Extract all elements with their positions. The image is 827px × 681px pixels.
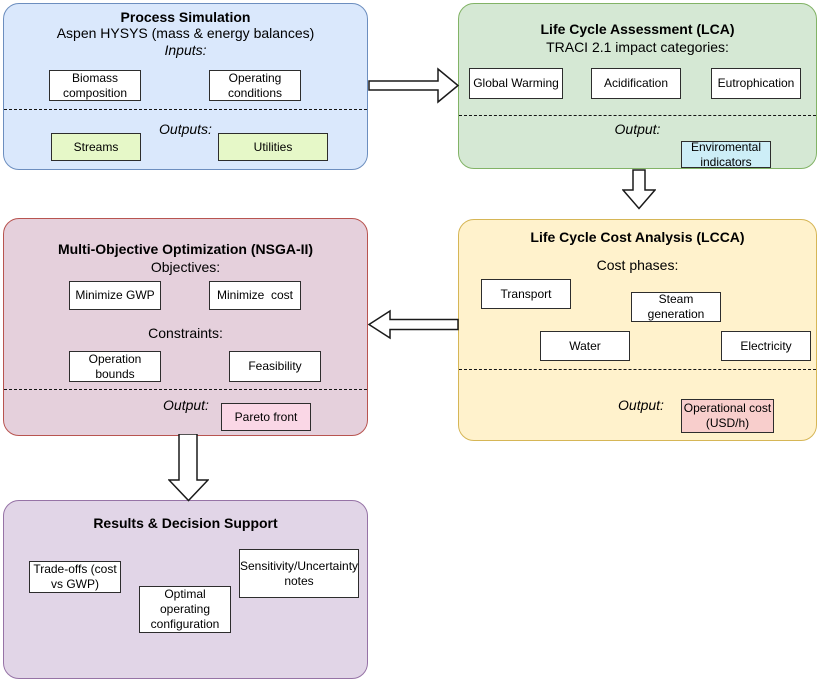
lcca-output-label: Output: [618,397,664,413]
lca-subtitle: TRACI 2.1 impact categories: [546,39,729,55]
utilities-box: Utilities [218,133,328,161]
feasibility-box: Feasibility [229,351,321,382]
inputs-label: Inputs: [164,42,207,58]
electricity-box: Electricity [721,331,811,361]
constraints-label: Constraints: [148,325,223,341]
process-simulation-title: Process Simulation [120,9,251,25]
objectives-label: Objectives: [150,259,221,275]
operational-cost-box: Operational cost (USD/h) [681,399,774,433]
transport-box: Transport [481,279,571,309]
moo-group: Multi-Objective Optimization (NSGA-II) O… [3,218,368,436]
lca-group: Life Cycle Assessment (LCA) TRACI 2.1 im… [458,3,817,169]
arrow-process-to-lca-icon [368,67,460,104]
lcca-group: Life Cycle Cost Analysis (LCCA) Cost pha… [458,219,817,441]
operating-conditions-box: Operating conditions [209,70,301,101]
inputs-outputs-divider [4,109,367,110]
moo-output-label: Output: [163,397,209,413]
arrow-moo-to-results-icon [168,434,209,502]
arrow-lcca-to-moo-icon [368,309,459,340]
lcca-subtitle: Cost phases: [596,257,679,273]
environmental-indicators-box: Enviromental indicators [681,141,771,168]
process-simulation-group: Process Simulation Aspen HYSYS (mass & e… [3,3,368,170]
sensitivity-box: Sensitivity/Uncertainty notes [239,549,359,598]
lca-output-divider [459,115,816,116]
pareto-front-box: Pareto front [221,403,311,431]
optimal-config-box: Optimal operating configuration [139,586,231,633]
moo-output-divider [4,389,367,390]
lcca-output-divider [459,369,816,370]
water-box: Water [540,331,630,361]
lcca-title: Life Cycle Cost Analysis (LCCA) [530,229,745,245]
arrow-lca-to-lcca-icon [622,169,656,210]
results-title: Results & Decision Support [93,515,278,531]
results-group: Results & Decision Support Trade-offs (c… [3,500,368,679]
lca-output-label: Output: [614,121,661,137]
acidification-box: Acidification [591,68,681,99]
biomass-composition-box: Biomass composition [49,70,141,101]
trade-offs-box: Trade-offs (cost vs GWP) [29,561,121,593]
outputs-label: Outputs: [159,121,212,137]
lca-title: Life Cycle Assessment (LCA) [540,21,735,37]
minimize-cost-box: Minimize cost [209,281,301,310]
streams-box: Streams [51,133,141,161]
process-simulation-subtitle: Aspen HYSYS (mass & energy balances) [56,25,315,41]
moo-title: Multi-Objective Optimization (NSGA-II) [57,241,314,257]
operation-bounds-box: Operation bounds [69,351,161,382]
minimize-gwp-box: Minimize GWP [69,281,161,310]
steam-generation-box: Steam generation [631,292,721,322]
eutrophication-box: Eutrophication [711,68,801,99]
global-warming-box: Global Warming [469,68,563,99]
